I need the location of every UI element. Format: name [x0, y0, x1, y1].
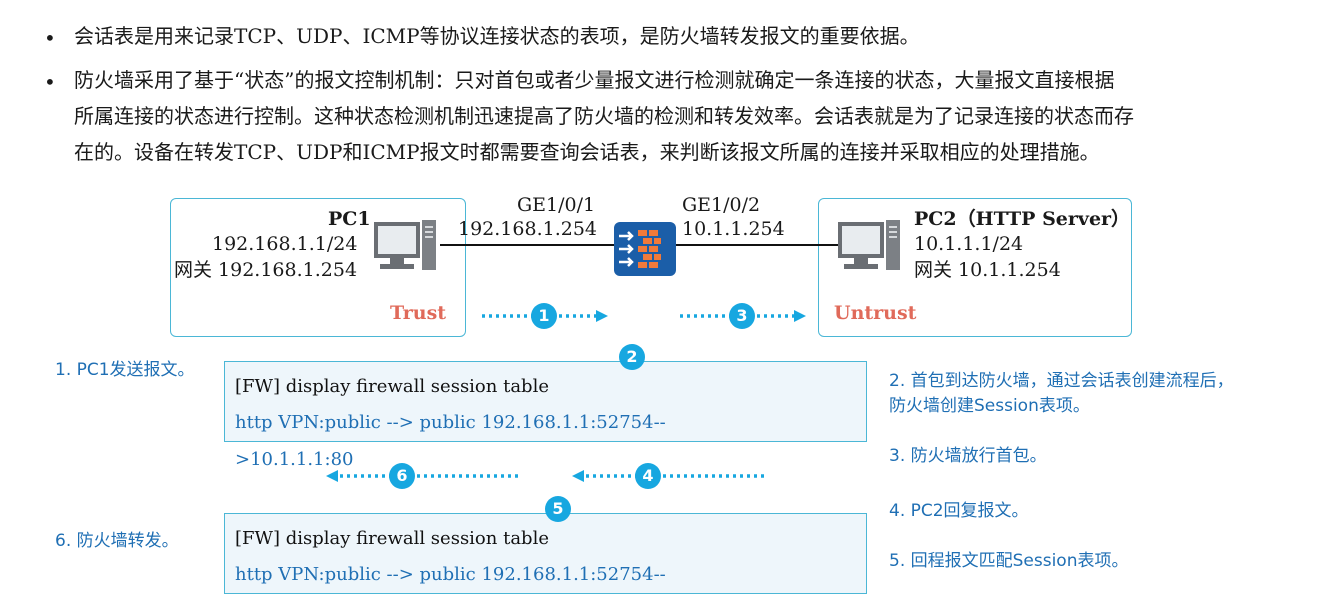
bullet-text-2a: 防火墙采用了基于“状态”的报文控制机制：只对首包或者少量报文进行检测就确定一条连…	[74, 68, 1115, 92]
bullet-marker: •	[44, 26, 56, 50]
session-entry-1-line2: >10.1.1.1:80	[235, 449, 354, 470]
step-badge-1: 1	[531, 303, 557, 329]
pc2-name: PC2（HTTP Server）	[914, 208, 1131, 230]
right-port-ip: 10.1.1.254	[682, 218, 785, 240]
step-badge-4: 4	[635, 463, 661, 489]
bullet-marker: •	[44, 70, 56, 94]
bullet-text-2b: 所属连接的状态进行控制。这种状态检测机制迅速提高了防火墙的检测和转发效率。会话表…	[74, 104, 1134, 128]
session-entry-1-line1: http VPN:public --> public 192.168.1.1:5…	[235, 412, 666, 433]
session-entry-2-line1: http VPN:public --> public 192.168.1.1:5…	[235, 564, 666, 585]
pc2-computer-icon	[838, 220, 900, 270]
trust-zone-box	[170, 198, 466, 337]
firewall-icon	[614, 222, 676, 276]
untrust-zone-label: Untrust	[834, 302, 917, 324]
left-port-ip: 192.168.1.254	[458, 218, 598, 240]
step-badge-2: 2	[619, 344, 645, 370]
bullet-text-2c: 在的。设备在转发TCP、UDP和ICMP报文时都需要查询会话表，来判断该报文所属…	[74, 140, 1100, 164]
step-5-text: 5. 回程报文匹配Session表项。	[889, 551, 1129, 571]
pc2-gateway: 网关 10.1.1.254	[914, 259, 1061, 281]
step-3-text: 3. 防火墙放行首包。	[889, 446, 1047, 466]
pc1-computer-icon	[374, 220, 436, 270]
pc1-name: PC1	[328, 208, 371, 230]
session-command-1: [FW] display firewall session table	[235, 376, 549, 397]
right-port-name: GE1/0/2	[682, 194, 761, 216]
trust-zone-label: Trust	[390, 302, 447, 324]
step-6-text: 6. 防火墙转发。	[55, 531, 179, 551]
session-table-box-1	[224, 361, 867, 442]
pc1-gateway: 网关 192.168.1.254	[174, 259, 358, 281]
step-1-text: 1. PC1发送报文。	[55, 360, 195, 380]
left-port-name: GE1/0/1	[517, 194, 596, 216]
pc2-ip: 10.1.1.1/24	[914, 233, 1024, 255]
bullet-text-1: 会话表是用来记录TCP、UDP、ICMP等协议连接状态的表项，是防火墙转发报文的…	[74, 24, 920, 48]
step-4-text: 4. PC2回复报文。	[889, 501, 1029, 521]
step-badge-5: 5	[545, 496, 571, 522]
step-2-text-line2: 防火墙创建Session表项。	[889, 396, 1090, 416]
step-badge-3: 3	[729, 303, 755, 329]
session-command-2: [FW] display firewall session table	[235, 528, 549, 549]
step-2-text-line1: 2. 首包到达防火墙，通过会话表创建流程后，	[889, 371, 1234, 391]
step-badge-6: 6	[389, 463, 415, 489]
pc1-ip: 192.168.1.1/24	[212, 233, 358, 255]
